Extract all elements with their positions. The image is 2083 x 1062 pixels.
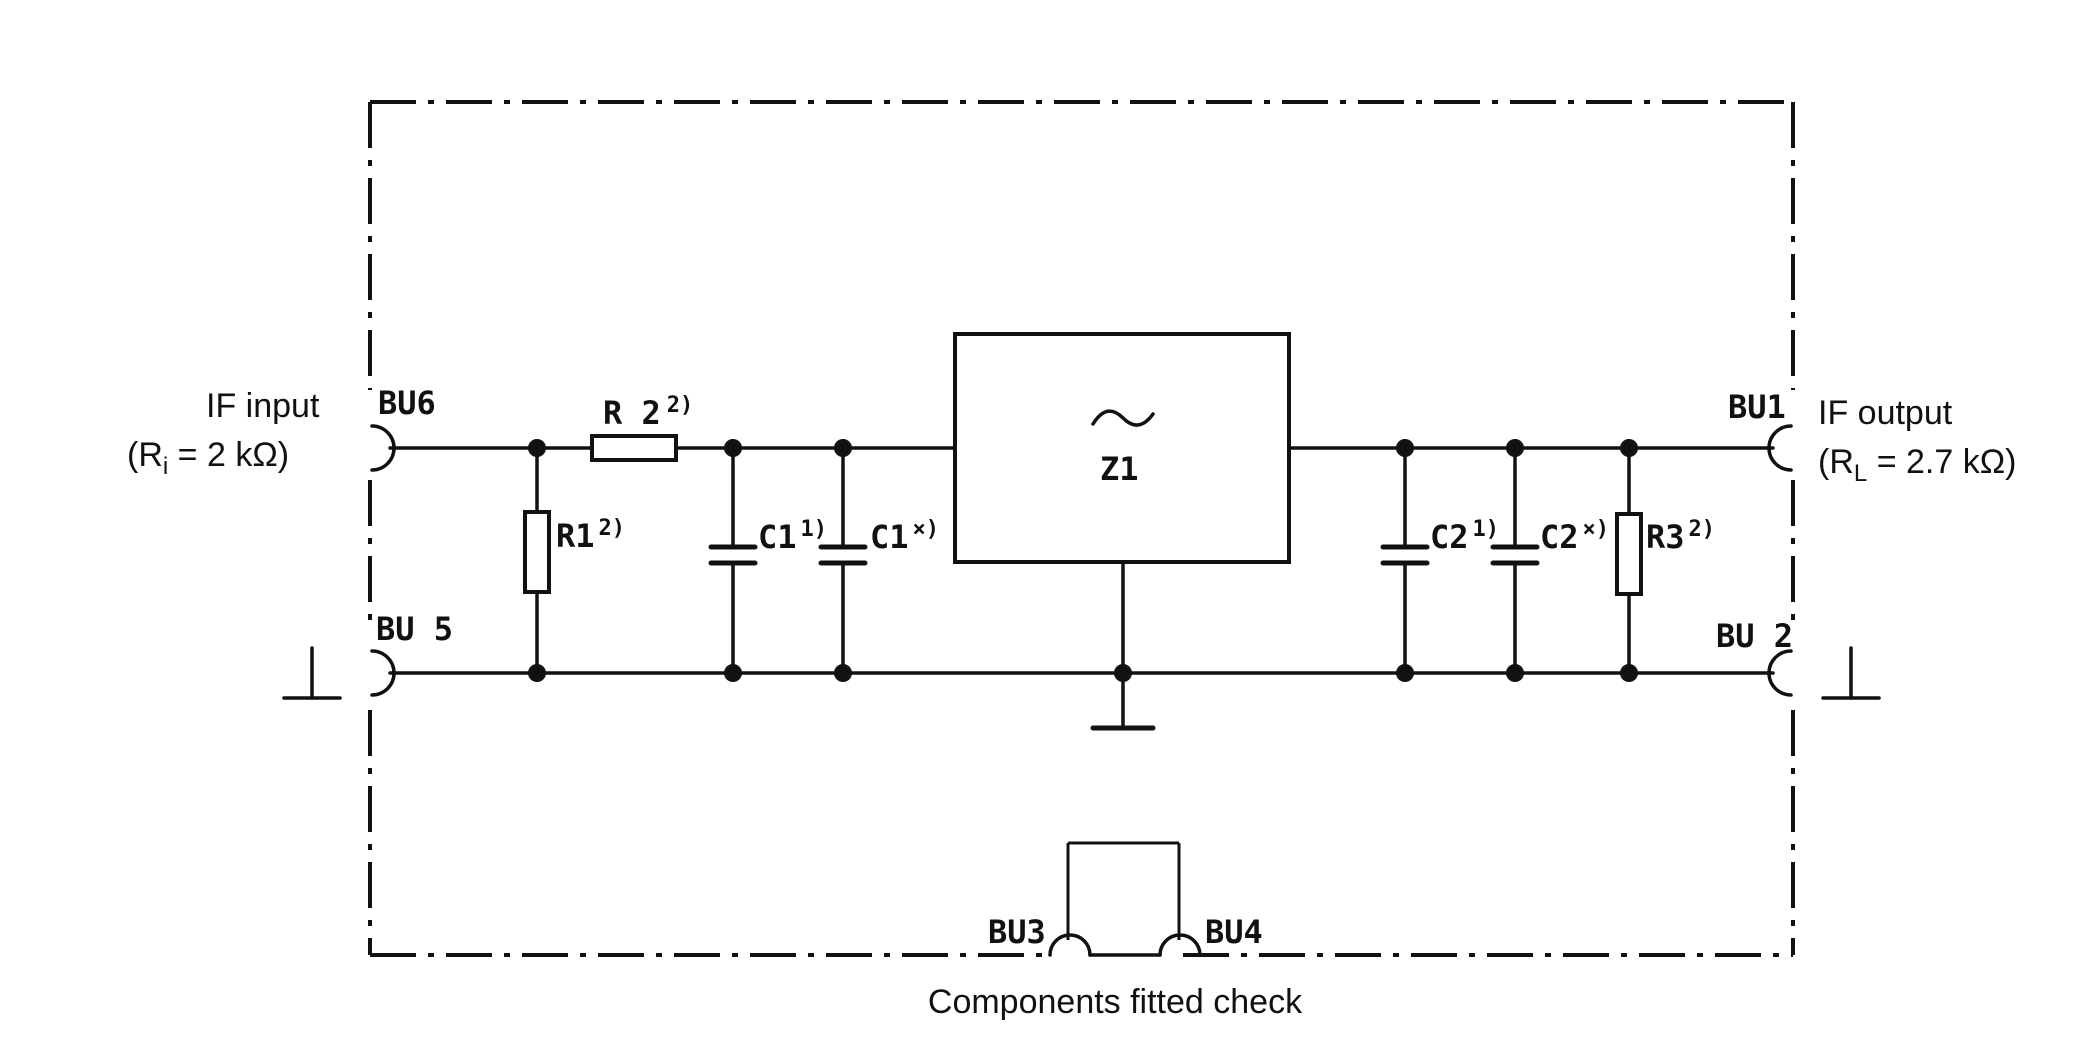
input-impedance-label: (Ri = 2 kΩ) bbox=[127, 436, 289, 480]
c1-x-name: C1 bbox=[870, 518, 909, 556]
ground-symbol-left bbox=[282, 646, 342, 700]
c1-x-note: ×) bbox=[913, 517, 940, 542]
input-impedance-value: = 2 kΩ) bbox=[168, 436, 289, 474]
socket-bu6[interactable] bbox=[370, 424, 396, 472]
socket-bu5[interactable] bbox=[370, 649, 396, 697]
input-impedance-prefix: (R bbox=[127, 436, 163, 474]
socket-bu1[interactable] bbox=[1767, 424, 1793, 472]
resistor-r1 bbox=[523, 510, 551, 594]
resistor-r2 bbox=[590, 434, 678, 462]
socket-bu4[interactable] bbox=[1158, 933, 1202, 957]
ground-rail bbox=[388, 560, 1775, 731]
c2-x-note: ×) bbox=[1583, 517, 1610, 542]
r1-name: R1 bbox=[556, 517, 595, 555]
c1-1-note: 1) bbox=[801, 517, 828, 542]
r3-name: R3 bbox=[1646, 518, 1685, 556]
output-impedance-prefix: (R bbox=[1818, 443, 1854, 481]
socket-bu2[interactable] bbox=[1767, 649, 1793, 697]
c2-x-label: C2×) bbox=[1540, 517, 1609, 556]
bu3-label: BU3 bbox=[988, 913, 1046, 951]
enclosure-frame bbox=[368, 100, 1795, 957]
bu2-label: BU 2 bbox=[1716, 617, 1793, 655]
capacitor-c2-1 bbox=[1380, 446, 1430, 675]
ground-symbol-right bbox=[1821, 646, 1881, 700]
if-output-label: IF output bbox=[1818, 394, 1953, 432]
resistor-r3 bbox=[1615, 512, 1643, 596]
bu1-label: BU1 bbox=[1728, 388, 1786, 426]
bu6-label: BU6 bbox=[378, 384, 436, 422]
output-impedance-value: = 2.7 kΩ) bbox=[1867, 443, 2016, 481]
c2-x-name: C2 bbox=[1540, 518, 1579, 556]
c1-x-label: C1×) bbox=[870, 517, 939, 556]
c2-1-name: C2 bbox=[1430, 518, 1469, 556]
z1-label: Z1 bbox=[1100, 450, 1139, 488]
output-impedance-sub: L bbox=[1854, 460, 1867, 487]
input-impedance-sub: i bbox=[163, 453, 168, 480]
tilde-icon bbox=[1091, 409, 1155, 427]
resistor-r1-branch bbox=[523, 446, 551, 675]
socket-bu3[interactable] bbox=[1048, 933, 1092, 957]
c2-1-note: 1) bbox=[1473, 517, 1500, 542]
junction-dots bbox=[528, 439, 1638, 682]
bu4-label: BU4 bbox=[1205, 913, 1263, 951]
r1-note: 2) bbox=[599, 516, 626, 541]
r2-name: R 2 bbox=[603, 394, 661, 432]
fitted-check-bridge bbox=[1048, 841, 1202, 957]
r3-note: 2) bbox=[1689, 517, 1716, 542]
resistor-r3-branch bbox=[1615, 446, 1643, 675]
filter-z1 bbox=[953, 332, 1291, 564]
capacitor-c2-x bbox=[1490, 446, 1540, 675]
bu5-label: BU 5 bbox=[376, 610, 453, 648]
c1-1-name: C1 bbox=[758, 518, 797, 556]
if-input-label: IF input bbox=[206, 387, 320, 425]
capacitor-c1-1 bbox=[708, 446, 758, 675]
caption: Components fitted check bbox=[928, 983, 1303, 1021]
r2-note: 2) bbox=[667, 393, 694, 418]
capacitor-c1-x bbox=[818, 446, 868, 675]
output-impedance-label: (RL = 2.7 kΩ) bbox=[1818, 443, 2016, 487]
